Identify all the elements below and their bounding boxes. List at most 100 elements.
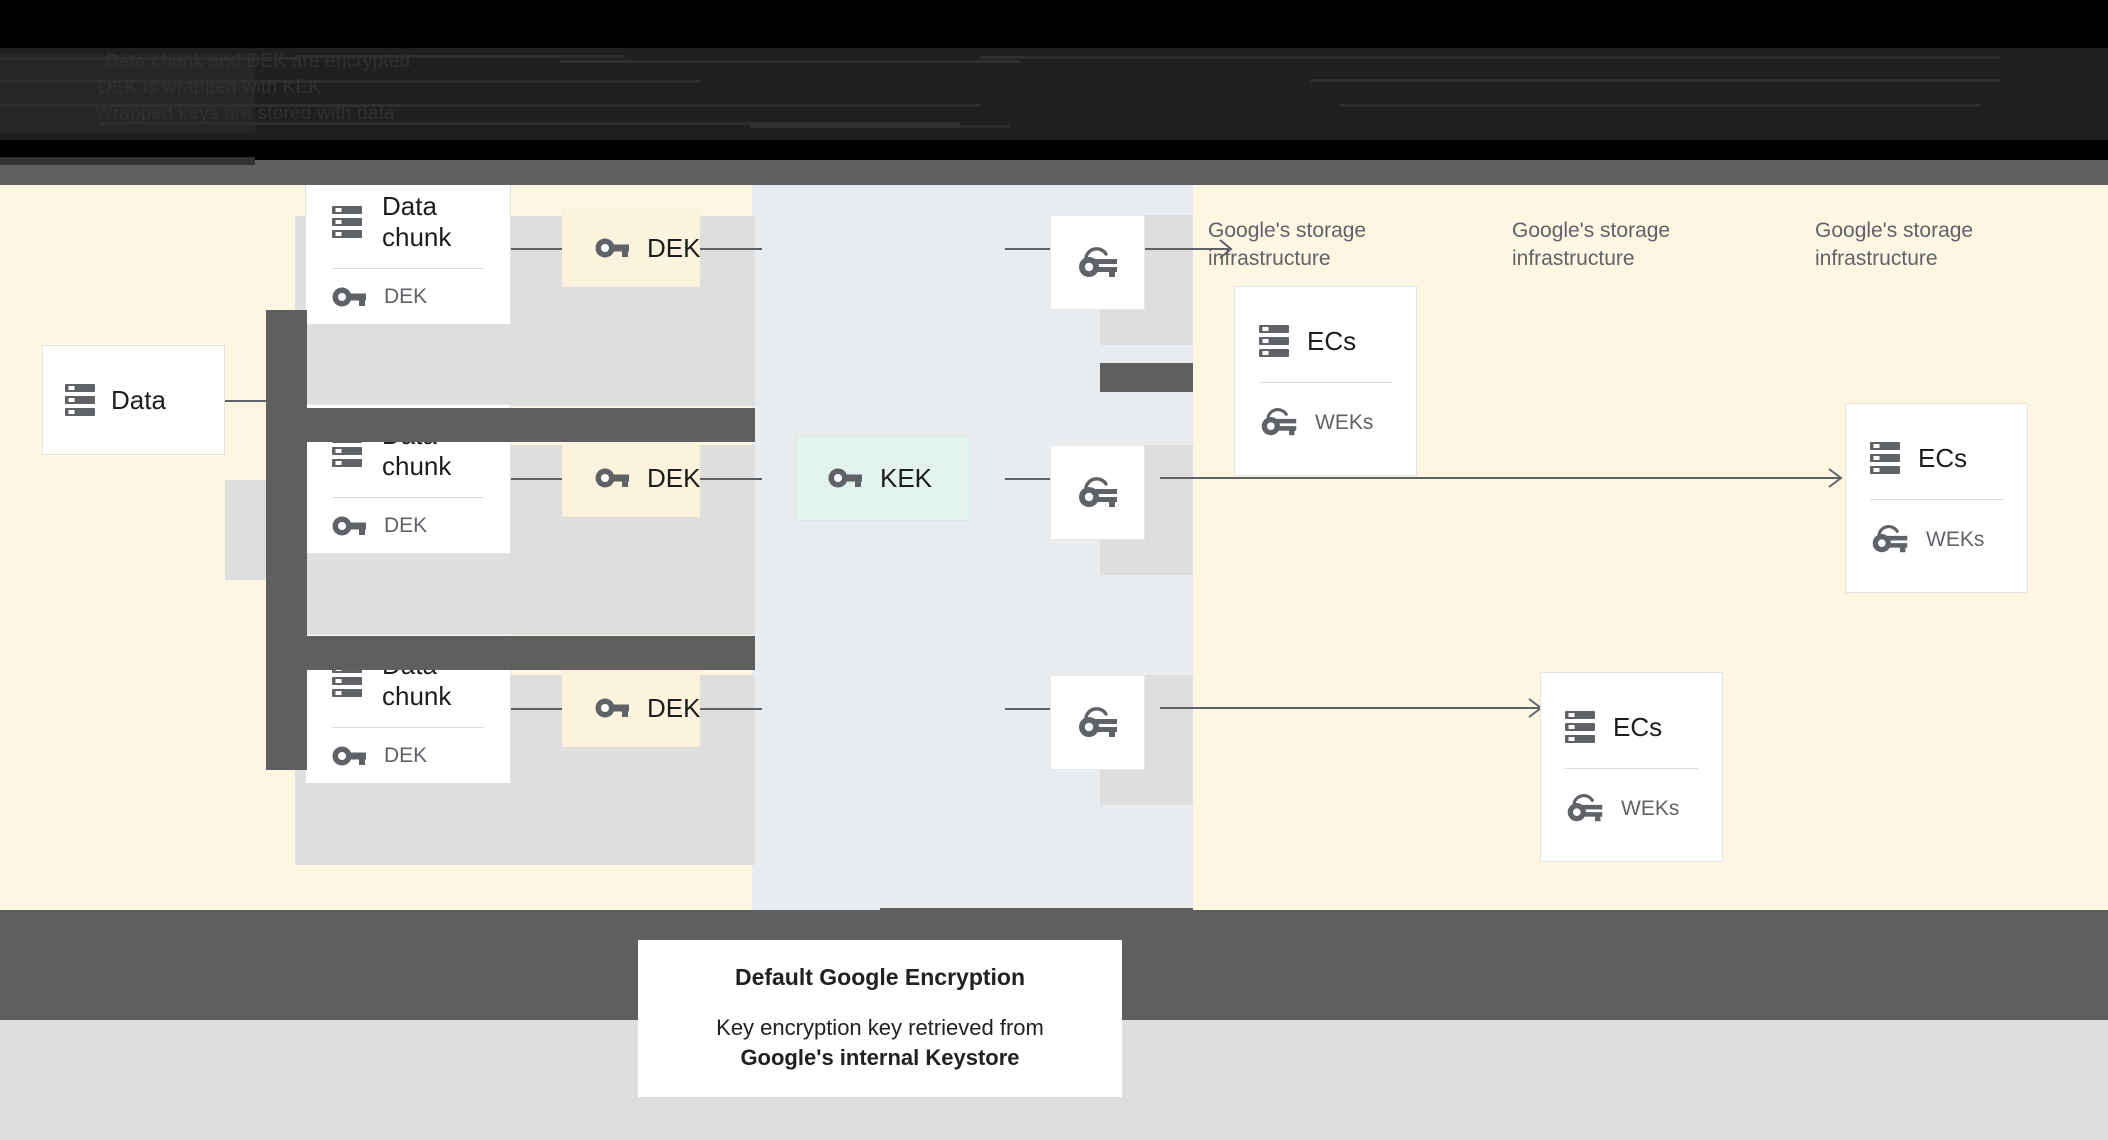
wrapped-key-icon [1261,408,1297,436]
card-divider [1565,768,1698,769]
header-gray-strip [0,160,2108,185]
card-ecs-1-title: ECs [1307,325,1357,356]
key-icon [332,287,366,307]
caption-body: Key encryption key retrieved from Google… [716,1013,1044,1074]
card-chunk-3-key: DEK [306,744,510,768]
box-dek-3[interactable]: DEK [562,669,700,747]
key-icon [332,746,366,766]
obscured-line [980,56,2000,59]
key-icon [595,698,629,718]
card-divider [1870,499,2003,500]
obscured-header-line-1: Data chunk and DEK are encrypted [105,51,411,72]
card-data-title: Data [111,384,166,415]
card-chunk-3-key-label: DEK [384,743,428,767]
card-ecs-1[interactable]: ECs WEKs [1234,286,1417,476]
card-data[interactable]: Data [42,345,225,455]
obscured-line [0,104,980,107]
obscured-line [750,125,1010,128]
storage-icon [1870,442,1900,474]
obscured-line [0,80,700,83]
card-divider [332,496,484,498]
storage-icon [1259,325,1289,357]
key-icon [332,516,366,536]
obscured-line [1310,79,2000,82]
caption-card: Default Google Encryption Key encryption… [638,940,1122,1097]
caption-line-1: Key encryption key retrieved from [716,1014,1044,1040]
card-chunk-1-title: Data chunk [382,191,452,252]
connector-chunk2-to-dek2 [500,478,562,480]
card-data-chunk-1[interactable]: Data chunk DEK [305,185,511,325]
caption-storage-3: Google's storage infrastructure [1815,219,1974,271]
card-ecs-1-key: WEKs [1235,407,1416,438]
box-wrapped-key-1[interactable] [1050,215,1145,310]
caption-storage-1: Google's storage infrastructure [1208,219,1367,271]
card-chunk-1-header: Data chunk [306,191,510,252]
obscured-line [560,60,1020,63]
storage-icon [332,205,362,238]
box-kek[interactable]: KEK [795,435,970,521]
obscured-line [0,57,300,60]
box-dek-2-label: DEK [647,462,701,493]
card-ecs-1-header: ECs [1235,324,1416,358]
card-ecs-3-title: ECs [1613,711,1663,742]
redaction-arrow-1 [1100,363,1193,392]
obscured-header-line-2: DEK is wrapped with KEK [98,77,322,98]
card-chunk-1-key-label: DEK [384,284,428,308]
card-ecs-2-key-label: WEKs [1926,527,1985,551]
connector-chunk1-to-dek1 [500,248,562,250]
wrapped-key-icon [1078,246,1117,277]
obscured-line [1340,104,1980,107]
caption-line-2: Google's internal Keystore [740,1045,1020,1070]
obscured-header-line-3: Wrapped keys are stored with data [95,103,395,124]
arrow-to-ecs-3 [1160,698,1543,718]
card-chunk-1-key: DEK [306,285,510,309]
box-dek-3-label: DEK [647,692,701,723]
box-dek-1[interactable]: DEK [562,209,700,287]
obscured-line [100,122,960,125]
box-wrapped-key-3[interactable] [1050,675,1145,770]
obscured-line [295,55,625,58]
card-chunk-2-key: DEK [306,514,510,538]
card-ecs-3-key-label: WEKs [1621,796,1680,820]
connector-kek-to-wk2 [1005,478,1055,480]
wrapped-key-icon [1078,706,1117,737]
wrapped-key-icon [1567,794,1603,822]
redaction-horizontal-1 [266,408,755,442]
card-data-header: Data [43,383,224,417]
wrapped-key-icon [1078,476,1117,507]
key-icon [595,468,629,488]
header-dark-fill-left [0,55,255,133]
card-divider [1259,382,1392,383]
storage-icon [1565,711,1595,743]
connector-kek-to-wk1 [1005,248,1055,250]
redaction-horizontal-2 [266,636,755,670]
card-ecs-3-header: ECs [1541,710,1722,744]
caption-storage-2: Google's storage infrastructure [1512,219,1671,271]
arrow-to-ecs-2 [1160,468,1843,488]
redaction-vertical-bar [266,310,307,770]
redaction-bottom-nub [880,908,1193,910]
card-ecs-2[interactable]: ECs WEKs [1845,403,2028,593]
connector-chunk3-to-dek3 [500,708,562,710]
box-wrapped-key-2[interactable] [1050,445,1145,540]
connector-dek2-to-wk2 [700,478,762,480]
connector-kek-to-wk3 [1005,708,1055,710]
connector-data-to-chunks [182,400,302,402]
obscured-header-band: Data chunk and DEK are encrypted DEK is … [0,0,2108,185]
card-chunk-2-key-label: DEK [384,513,428,537]
box-dek-2[interactable]: DEK [562,439,700,517]
caption-title: Default Google Encryption [734,963,1026,990]
key-icon [595,238,629,258]
key-icon [828,468,862,488]
card-ecs-1-key-label: WEKs [1315,410,1374,434]
card-ecs-2-header: ECs [1846,441,2027,475]
storage-icon [65,384,95,416]
header-strip-dark-left [0,157,255,165]
connector-dek3-to-wk3 [700,708,762,710]
wrapped-key-icon [1872,525,1908,553]
card-divider [332,267,484,269]
card-ecs-3[interactable]: ECs WEKs [1540,672,1723,862]
card-ecs-2-title: ECs [1918,442,1968,473]
box-dek-1-label: DEK [647,232,701,263]
